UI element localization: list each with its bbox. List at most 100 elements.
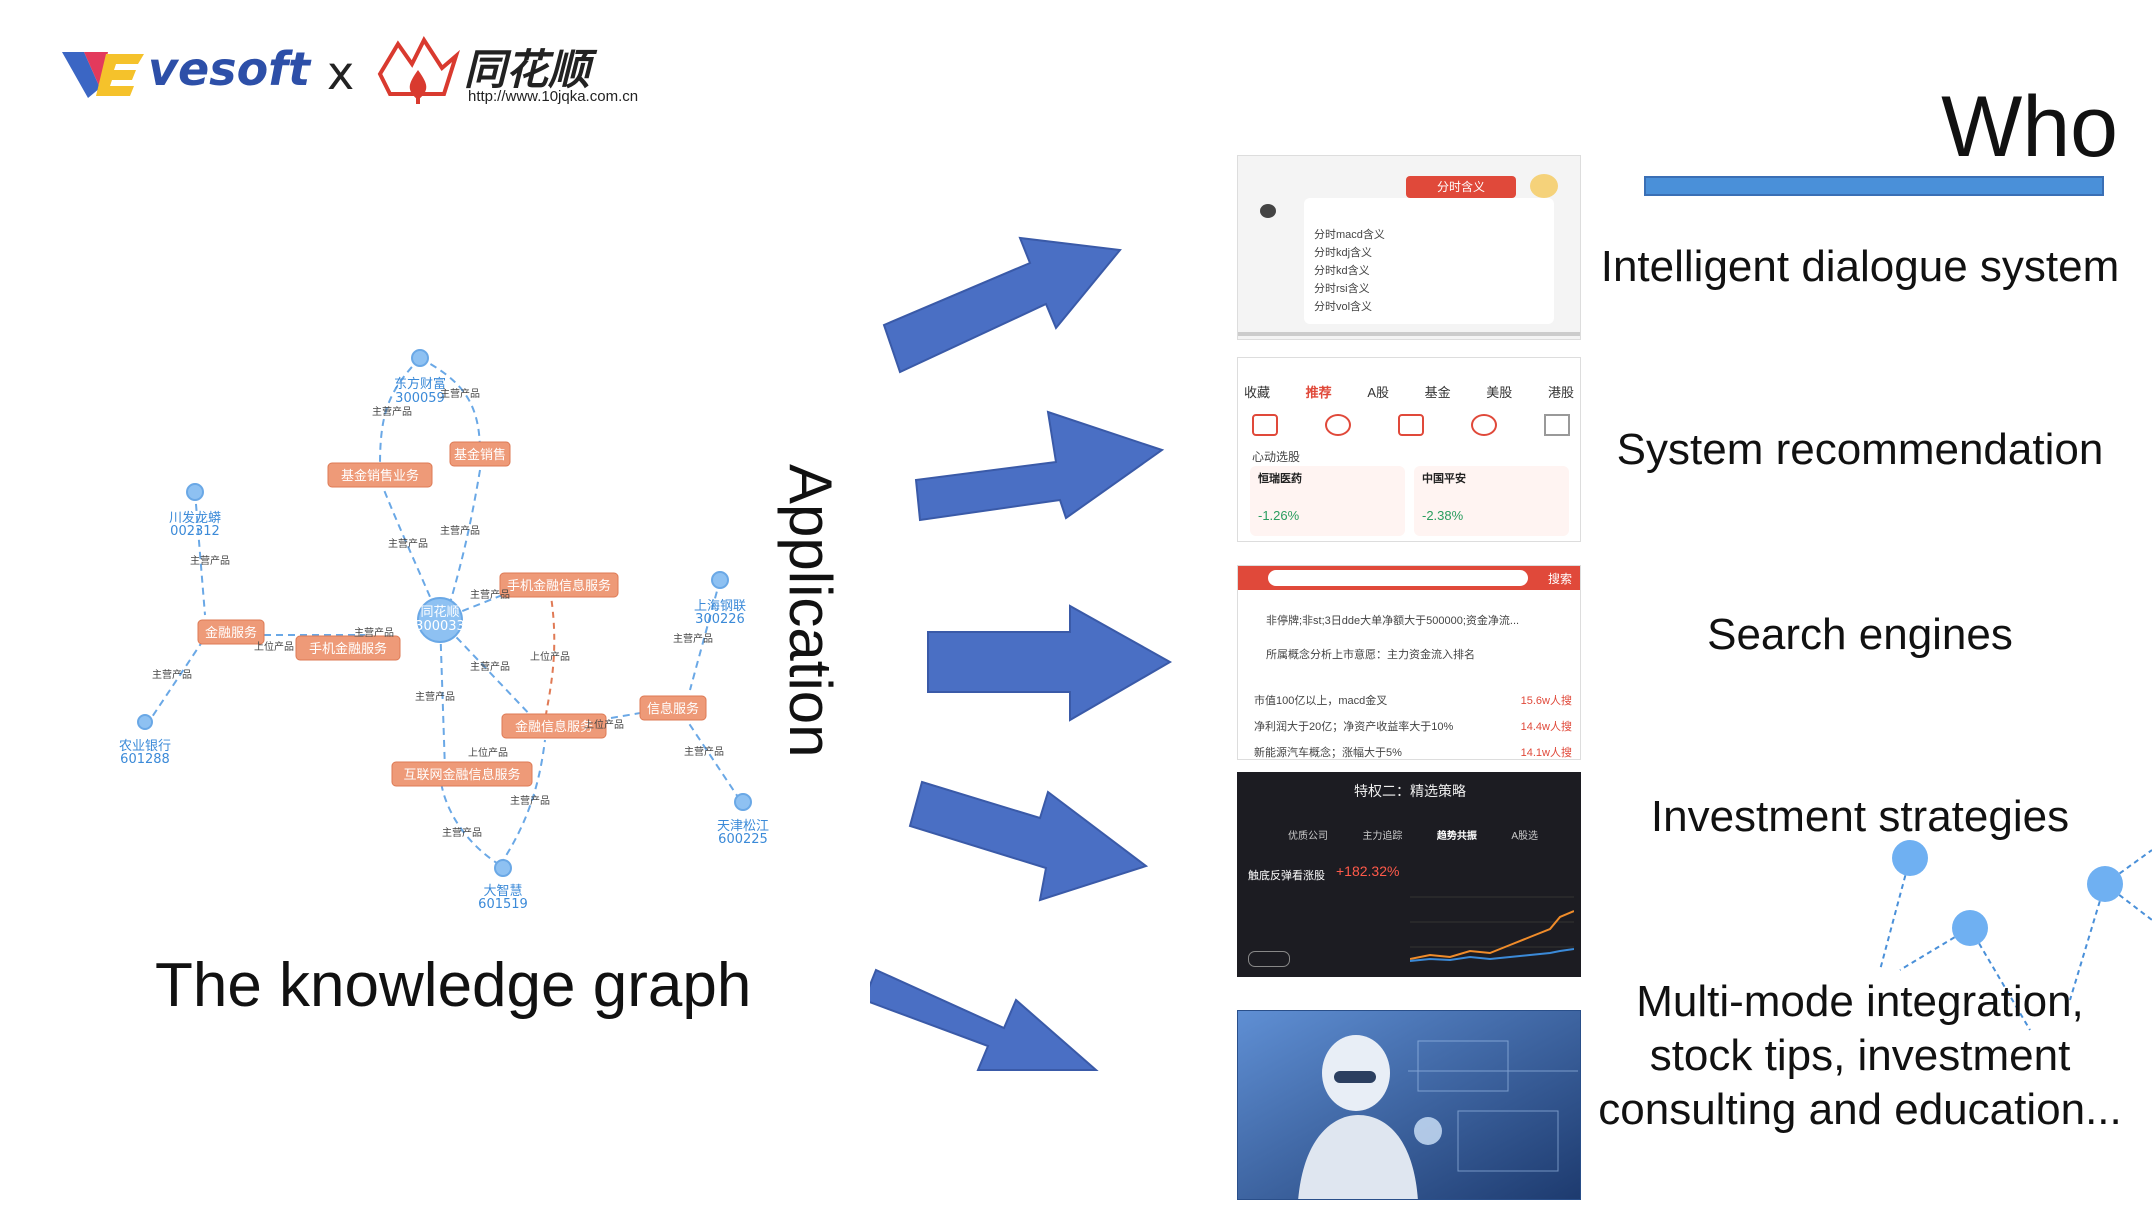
strategy-return: +182.32% bbox=[1336, 863, 1400, 879]
dialogue-item: 分时vol含义 bbox=[1314, 301, 1373, 313]
tab-item: 美股 bbox=[1486, 385, 1513, 400]
application-label-multimode: Multi-mode integration, stock tips, inve… bbox=[1598, 977, 2122, 1134]
tab-item[interactable]: 优质公司 bbox=[1288, 831, 1328, 842]
svg-text:手机金融信息服务: 手机金融信息服务 bbox=[507, 578, 611, 594]
svg-text:上位产品: 上位产品 bbox=[254, 640, 294, 653]
search-header: 搜索 bbox=[1238, 566, 1580, 590]
svg-text:信息服务: 信息服务 bbox=[647, 701, 699, 717]
vesoft-name: vesoft bbox=[148, 42, 311, 96]
strategy-tabs: 优质公司 主力追踪 趋势共振 A股选 bbox=[1288, 827, 1538, 842]
search-history[interactable]: 非停牌;非st;3日dde大单净额大于500000;资金净流... bbox=[1266, 615, 1520, 627]
svg-text:主营产品: 主营产品 bbox=[673, 632, 713, 645]
svg-text:手机金融服务: 手机金融服务 bbox=[309, 641, 387, 657]
stock-name: 恒瑞医药 bbox=[1258, 473, 1302, 485]
search-input[interactable] bbox=[1268, 570, 1528, 586]
vesoft-logo: vesoft bbox=[60, 40, 310, 102]
graph-node-nongye bbox=[137, 714, 153, 730]
dialogue-item: 分时macd含义 bbox=[1314, 229, 1385, 241]
svg-text:主营产品: 主营产品 bbox=[470, 660, 510, 673]
arrow-1 bbox=[882, 236, 1122, 374]
svg-text:上位产品: 上位产品 bbox=[584, 718, 624, 731]
graph-node-dazhihui bbox=[494, 859, 512, 877]
application-label-strategies: Investment strategies bbox=[1650, 792, 2070, 841]
svg-text:主营产品: 主营产品 bbox=[470, 588, 510, 601]
svg-text:农业银行: 农业银行 bbox=[119, 739, 171, 754]
logo-separator: x bbox=[327, 46, 355, 100]
svg-text:主营产品: 主营产品 bbox=[415, 690, 455, 703]
dialogue-item: 分时kdj含义 bbox=[1314, 247, 1373, 259]
application-label: Application bbox=[777, 464, 844, 758]
tonghuashun-logo-icon bbox=[377, 35, 461, 104]
svg-text:上海钢联: 上海钢联 bbox=[694, 599, 746, 614]
bot-avatar bbox=[1260, 204, 1276, 218]
svg-text:主营产品: 主营产品 bbox=[510, 794, 550, 807]
svg-text:上位产品: 上位产品 bbox=[468, 746, 508, 759]
stock-name: 中国平安 bbox=[1422, 473, 1466, 485]
knowledge-graph-caption: The knowledge graph bbox=[155, 951, 752, 1020]
svg-text:601288: 601288 bbox=[120, 752, 170, 767]
svg-text:互联网金融信息服务: 互联网金融信息服务 bbox=[403, 767, 520, 783]
hot-search-item[interactable]: 净利润大于20亿；净资产收益率大于10%14.4w人搜 bbox=[1254, 721, 1572, 733]
robot-illustration bbox=[1238, 1011, 1580, 1199]
decorative-network bbox=[1879, 840, 2152, 1031]
svg-text:002312: 002312 bbox=[170, 524, 220, 539]
svg-text:基金销售: 基金销售 bbox=[454, 447, 506, 463]
stock-change: -2.38% bbox=[1422, 508, 1464, 523]
graph-node-dongfang bbox=[411, 349, 429, 367]
application-arrows bbox=[870, 236, 1173, 1071]
dialogue-item: 分时rsi含义 bbox=[1314, 283, 1370, 295]
svg-text:金融服务: 金融服务 bbox=[205, 625, 257, 641]
strategy-title: 特权二：精选策略 bbox=[1354, 783, 1466, 799]
tab-item[interactable]: 主力追踪 bbox=[1362, 831, 1403, 842]
svg-text:300033: 300033 bbox=[415, 619, 465, 634]
hot-search-item[interactable]: 新能源汽车概念；涨幅大于5%14.1w人搜 bbox=[1254, 747, 1572, 759]
svg-text:东方财富: 东方财富 bbox=[394, 376, 446, 392]
slide-title: Who bbox=[1941, 79, 2118, 175]
arrow-4 bbox=[908, 780, 1149, 902]
strategy-chart bbox=[1410, 896, 1574, 962]
recommendation-screenshot: 收藏 推荐 A股 基金 美股 港股 心动选股 恒瑞医药 -1.26% 中国平安 … bbox=[1237, 357, 1581, 542]
vesoft-logo-icon bbox=[62, 52, 144, 98]
svg-text:主营产品: 主营产品 bbox=[684, 745, 724, 758]
svg-text:川发龙蟒: 川发龙蟒 bbox=[169, 510, 221, 526]
svg-text:主营产品: 主营产品 bbox=[442, 826, 482, 839]
svg-text:基金销售业务: 基金销售业务 bbox=[341, 468, 419, 484]
stock-card: 中国平安 -2.38% bbox=[1414, 466, 1569, 536]
tab-item[interactable]: A股选 bbox=[1511, 831, 1538, 842]
svg-text:主营产品: 主营产品 bbox=[372, 405, 412, 418]
tab-item: 基金 bbox=[1424, 385, 1451, 400]
strategy-button[interactable] bbox=[1248, 951, 1290, 967]
svg-text:主营产品: 主营产品 bbox=[152, 668, 192, 681]
tab-item: A股 bbox=[1367, 385, 1389, 400]
svg-text:主营产品: 主营产品 bbox=[440, 524, 480, 537]
scrollbar bbox=[1238, 332, 1580, 336]
svg-text:600225: 600225 bbox=[718, 832, 768, 847]
strategy-name: 触底反弹看涨股 bbox=[1248, 870, 1325, 882]
strategy-screenshot: 特权二：精选策略 优质公司 主力追踪 趋势共振 A股选 触底反弹看涨股 +182… bbox=[1237, 772, 1581, 977]
graph-node-chuanfa bbox=[186, 483, 204, 501]
quick-icons bbox=[1252, 414, 1570, 436]
application-label-dialogue: Intelligent dialogue system bbox=[1600, 242, 2120, 291]
search-screenshot: 搜索 非停牌;非st;3日dde大单净额大于500000;资金净流... 所属概… bbox=[1237, 565, 1581, 760]
tonghuashun-url: http://www.10jqka.com.cn bbox=[468, 88, 639, 105]
svg-text:300059: 300059 bbox=[395, 391, 445, 406]
tonghuashun-name: 同花顺 bbox=[464, 45, 591, 94]
stock-change: -1.26% bbox=[1258, 508, 1300, 523]
search-history[interactable]: 所属概念分析上市意愿：主力资金流入排名 bbox=[1266, 649, 1475, 661]
svg-text:上位产品: 上位产品 bbox=[530, 650, 570, 663]
svg-text:300226: 300226 bbox=[695, 612, 745, 627]
svg-text:天津松江: 天津松江 bbox=[717, 819, 769, 834]
recommend-tabs: 收藏 推荐 A股 基金 美股 港股 bbox=[1244, 382, 1574, 401]
search-button[interactable]: 搜索 bbox=[1547, 572, 1572, 586]
title-underline-bar bbox=[1644, 176, 2104, 196]
svg-text:主营产品: 主营产品 bbox=[190, 554, 230, 567]
stock-card: 恒瑞医药 -1.26% bbox=[1250, 466, 1405, 536]
application-label-recommendation: System recommendation bbox=[1616, 425, 2104, 474]
tab-item: 收藏 bbox=[1244, 385, 1271, 400]
arrow-5 bbox=[870, 968, 1099, 1071]
tab-item[interactable]: 趋势共振 bbox=[1436, 831, 1477, 842]
svg-text:大智慧: 大智慧 bbox=[483, 883, 522, 899]
